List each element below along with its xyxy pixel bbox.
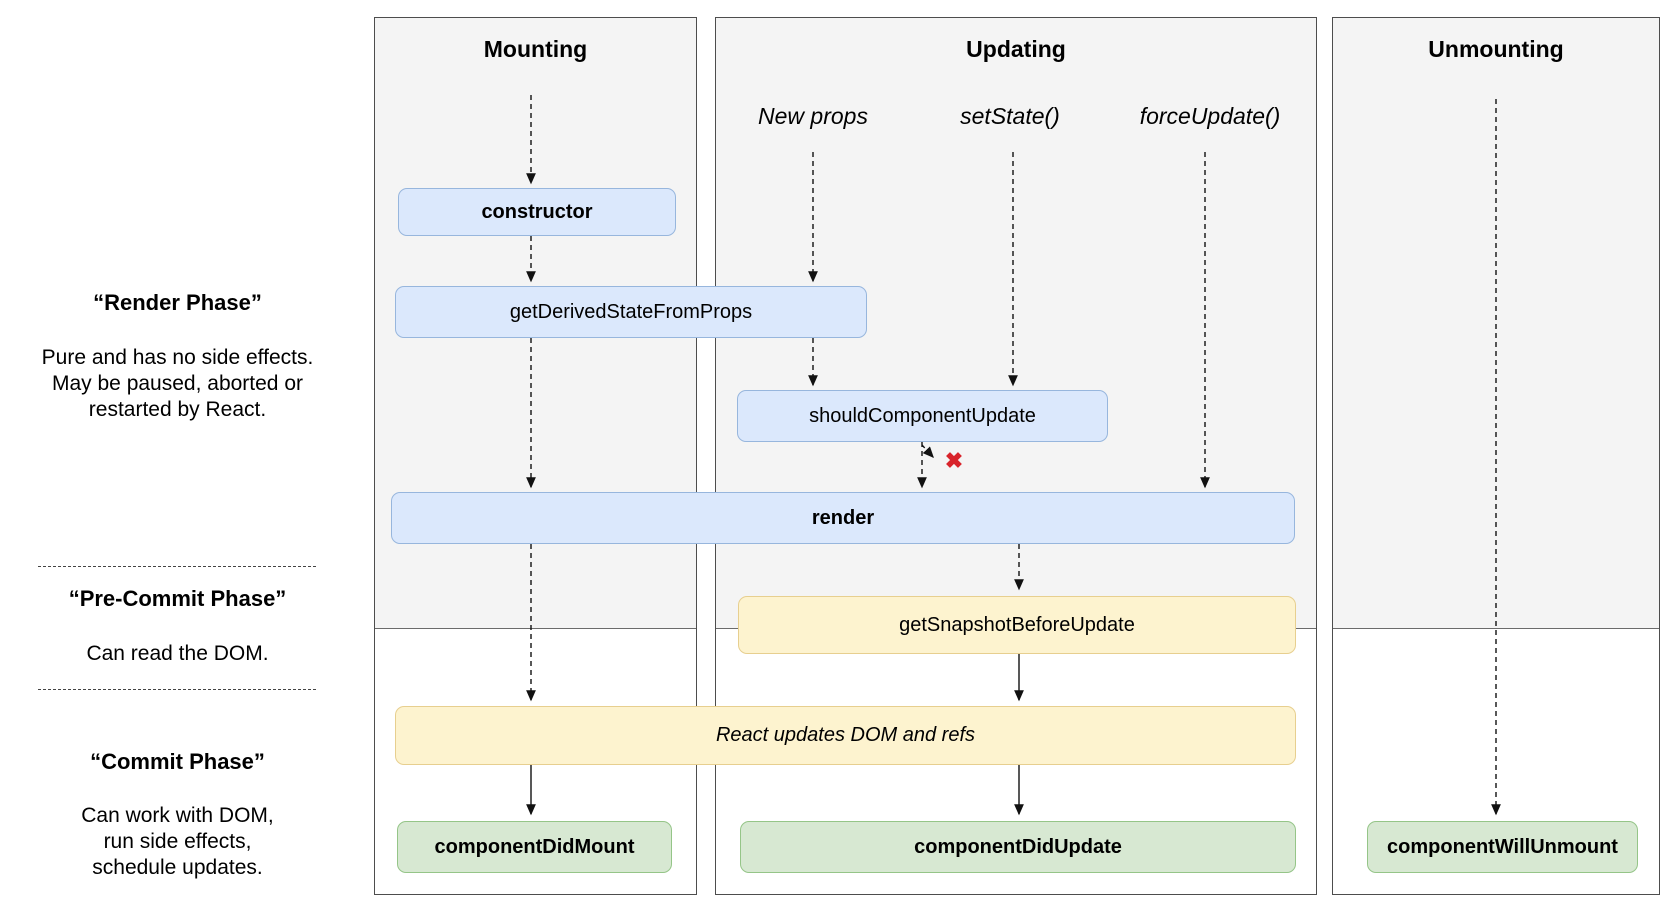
phase-description-render: Pure and has no side effects. May be pau… <box>41 346 314 421</box>
column-title-mounting: Mounting <box>483 36 588 62</box>
phase-description-pre-commit: Can read the DOM. <box>86 642 269 665</box>
phase-title-pre-commit: “Pre-Commit Phase” <box>68 586 287 611</box>
node-get-snapshot-before-update[interactable]: getSnapshotBeforeUpdate <box>738 596 1296 654</box>
arrow-scu-to-cancel <box>921 444 934 459</box>
phase-title-render: “Render Phase” <box>93 290 262 315</box>
trigger-label-set-state: setState() <box>960 103 1060 129</box>
phase-divider-1 <box>38 566 316 567</box>
node-component-did-mount[interactable]: componentDidMount <box>397 821 672 873</box>
phase-description-commit: Can work with DOM, run side effects, sch… <box>81 804 274 879</box>
node-constructor[interactable]: constructor <box>398 188 676 236</box>
column-title-updating: Updating <box>966 36 1066 62</box>
phase-divider-2 <box>38 689 316 690</box>
cancel-update-x-icon: ✖ <box>944 448 964 473</box>
node-component-will-unmount[interactable]: componentWillUnmount <box>1367 821 1638 873</box>
node-render[interactable]: render <box>391 492 1295 544</box>
trigger-label-new-props: New props <box>758 103 868 129</box>
node-react-updates-dom-and-refs: React updates DOM and refs <box>395 706 1296 765</box>
node-component-did-update[interactable]: componentDidUpdate <box>740 821 1296 873</box>
node-should-component-update[interactable]: shouldComponentUpdate <box>737 390 1108 442</box>
node-get-derived-state-from-props[interactable]: getDerivedStateFromProps <box>395 286 867 338</box>
column-title-unmounting: Unmounting <box>1428 36 1564 62</box>
phase-title-commit: “Commit Phase” <box>90 749 265 774</box>
trigger-label-force-update: forceUpdate() <box>1139 103 1281 129</box>
